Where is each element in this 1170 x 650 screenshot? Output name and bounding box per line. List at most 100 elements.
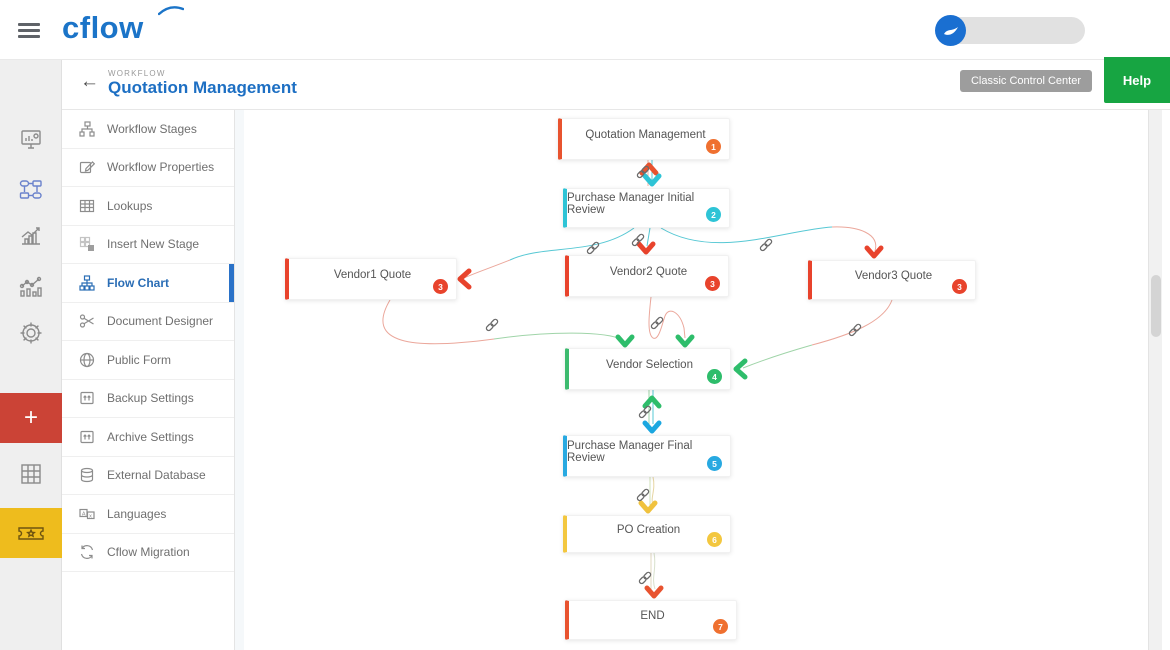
node-badge: 1 [706, 139, 721, 154]
svg-text:A: A [82, 511, 86, 517]
analytics-chart-icon[interactable] [0, 265, 62, 309]
flow-node-vendor2-quote[interactable]: Vendor2 Quote 3 [565, 255, 729, 297]
sidebar-item-workflow-properties[interactable]: Workflow Properties [62, 149, 234, 187]
flow-node-end[interactable]: END 7 [565, 600, 737, 640]
growth-chart-icon[interactable] [0, 213, 62, 257]
svg-text:x: x [89, 513, 92, 519]
database-icon [80, 468, 94, 483]
sidebar-item-label: External Database [107, 468, 206, 483]
node-badge: 5 [707, 456, 722, 471]
chain-link-icon[interactable] [848, 323, 862, 337]
chain-link-icon[interactable] [650, 316, 664, 330]
flow-node-quotation-management[interactable]: Quotation Management 1 [558, 118, 730, 160]
connector-links [244, 110, 1148, 650]
plus-label: + [23, 404, 38, 431]
sidebar-item-insert-new-stage[interactable]: Insert New Stage [62, 226, 234, 264]
flow-node-purchase-manager-initial-review[interactable]: Purchase Manager Initial Review 2 [563, 188, 730, 228]
node-label: Vendor2 Quote [609, 266, 688, 278]
chain-link-icon[interactable] [636, 488, 650, 502]
migration-icon [80, 545, 94, 560]
node-label: Purchase Manager Initial Review [567, 192, 695, 216]
classic-control-center-button[interactable]: Classic Control Center [959, 70, 1092, 92]
logo-swoosh-icon [158, 6, 184, 16]
node-label: END [640, 610, 665, 622]
flow-node-vendor3-quote[interactable]: Vendor3 Quote 3 [808, 260, 976, 300]
flow-node-vendor-selection[interactable]: Vendor Selection 4 [565, 348, 731, 390]
chain-link-icon[interactable] [586, 241, 600, 255]
ticket-star-icon[interactable] [0, 508, 62, 558]
globe-icon [79, 352, 95, 367]
workflow-nodes-icon[interactable] [0, 168, 62, 212]
sidebar-item-label: Public Form [107, 352, 172, 367]
flow-node-vendor1-quote[interactable]: Vendor1 Quote 3 [285, 258, 457, 300]
sidebar-item-label: Languages [107, 506, 167, 521]
flow-edges [382, 160, 893, 599]
wave-swoosh-icon [935, 15, 966, 46]
chain-link-icon[interactable] [636, 165, 650, 179]
sidebar-item-public-form[interactable]: Public Form [62, 341, 234, 380]
top-bar: cflow [0, 0, 1170, 60]
back-arrow-icon[interactable]: ← [80, 71, 99, 92]
sidebar-item-backup-settings[interactable]: Backup Settings [62, 380, 234, 418]
backup-icon [80, 392, 94, 405]
node-badge: 4 [707, 369, 722, 384]
account-toggle[interactable] [935, 15, 1085, 46]
node-label: PO Creation [616, 524, 681, 536]
orgchart-icon [79, 275, 95, 291]
sidebar-item-external-database[interactable]: External Database [62, 457, 234, 495]
flow-chart-canvas[interactable]: Quotation Management 1 Purchase Manager … [244, 110, 1148, 650]
page-header: ← WORKFLOW Quotation Management Classic … [62, 60, 1170, 110]
sidebar-item-label: Insert New Stage [107, 237, 200, 252]
sidebar-item-label: Cflow Migration [107, 545, 190, 560]
sidebar-item-document-designer[interactable]: Document Designer [62, 303, 234, 341]
sidebar-item-flow-chart[interactable]: Flow Chart [62, 264, 234, 303]
sidebar-item-label: Archive Settings [107, 429, 194, 444]
help-button[interactable]: Help [1104, 57, 1170, 103]
sidebar-item-lookups[interactable]: Lookups [62, 187, 234, 226]
sidebar-item-label: Lookups [107, 198, 153, 213]
grid-dim-icon [79, 237, 94, 252]
settings-gear-icon[interactable] [0, 311, 62, 355]
sidebar-item-label: Document Designer [107, 314, 214, 329]
scrollbar-thumb[interactable] [1151, 275, 1161, 337]
node-label: Vendor Selection [606, 359, 693, 371]
hamburger-menu-icon[interactable] [18, 20, 42, 40]
chain-link-icon[interactable] [638, 405, 652, 419]
node-label: Vendor1 Quote [333, 269, 412, 281]
scissors-icon [79, 314, 94, 328]
page-title: Quotation Management [108, 78, 297, 97]
workflow-sidebar: Workflow Stages Workflow Properties Look… [62, 110, 235, 650]
grid-table-icon[interactable] [0, 452, 62, 496]
edit-icon [79, 161, 95, 174]
sidebar-item-workflow-stages[interactable]: Workflow Stages [62, 110, 234, 149]
chain-link-icon[interactable] [759, 238, 773, 252]
sidebar-item-label: Workflow Stages [107, 121, 197, 136]
chain-link-icon[interactable] [485, 318, 499, 332]
sidebar-item-label: Workflow Properties [107, 160, 215, 175]
archive-icon [80, 430, 94, 443]
dashboard-monitor-icon[interactable] [0, 118, 62, 162]
sidebar-item-archive-settings[interactable]: Archive Settings [62, 418, 234, 457]
canvas-gap [235, 110, 244, 650]
logo-text: cflow [62, 10, 144, 45]
vertical-scrollbar[interactable] [1148, 110, 1162, 650]
node-label: Purchase Manager Final Review [567, 440, 693, 464]
breadcrumb-eyebrow: WORKFLOW [108, 69, 166, 78]
chain-link-icon[interactable] [638, 571, 652, 585]
icon-rail: + [0, 60, 62, 650]
cflow-logo: cflow [62, 6, 184, 46]
node-badge: 3 [952, 279, 967, 294]
flow-node-po-creation[interactable]: PO Creation 6 [563, 515, 731, 553]
table-icon [79, 199, 95, 212]
flow-node-purchase-manager-final-review[interactable]: Purchase Manager Final Review 5 [563, 435, 731, 477]
node-badge: 3 [433, 279, 448, 294]
node-badge: 7 [713, 619, 728, 634]
node-badge: 2 [706, 207, 721, 222]
node-badge: 6 [707, 532, 722, 547]
chain-link-icon[interactable] [631, 233, 645, 247]
add-plus-button[interactable]: + [0, 393, 62, 443]
sidebar-item-label: Flow Chart [107, 275, 169, 290]
sidebar-item-cflow-migration[interactable]: Cflow Migration [62, 534, 234, 572]
